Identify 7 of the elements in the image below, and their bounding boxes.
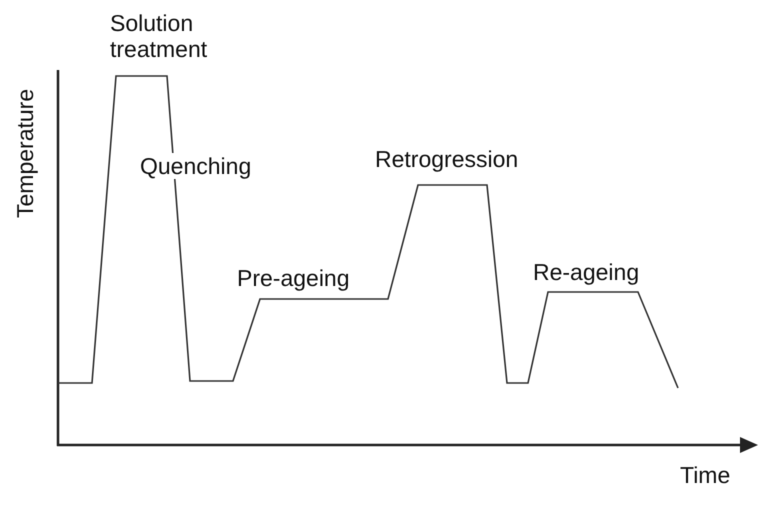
stage-label: Re-ageing [533,259,640,285]
stage-label: Pre-ageing [237,265,350,291]
axis-title: Temperature [12,88,38,218]
axis-title: Time [680,462,730,488]
stage-label: Quenching [140,153,252,179]
stage-label: Solution treatment [110,10,208,62]
stage-label: Retrogression [375,146,518,172]
